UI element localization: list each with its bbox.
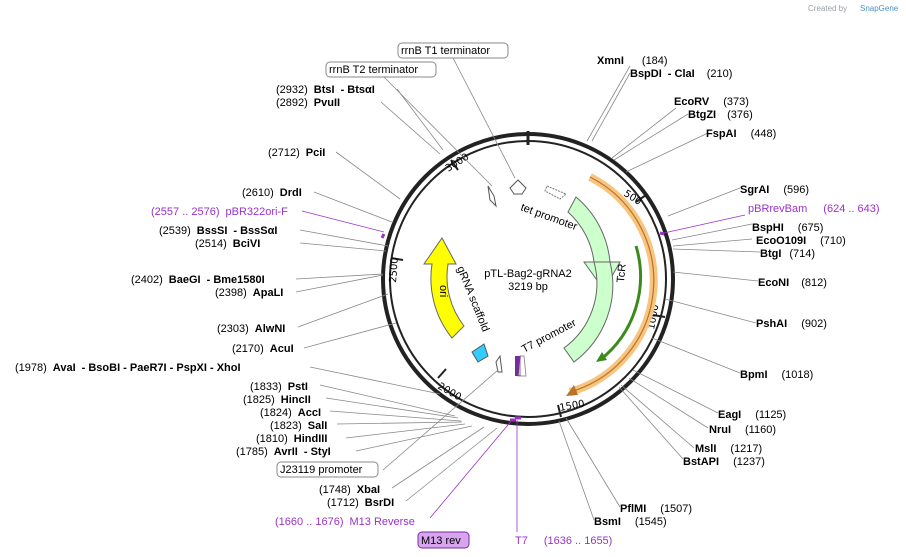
svg-text:XmnI(184): XmnI(184)	[597, 55, 668, 67]
svg-text:(2932)BtsI- BtsαI: (2932)BtsI- BtsαI	[276, 84, 375, 96]
tick-mark-2000	[437, 368, 447, 379]
rrnb-t1-box	[397, 42, 509, 59]
tet-promoter-arrow	[509, 179, 527, 195]
svg-text:BtgI(714): BtgI(714)	[760, 248, 815, 260]
svg-text:(2170)AcuI: (2170)AcuI	[232, 343, 294, 355]
snapgene-brand: SnapGene	[860, 4, 899, 13]
leader-pbr322ori	[301, 210, 385, 233]
svg-text:BtgZI(376): BtgZI(376)	[688, 109, 753, 121]
primer-m13-reverse: (1660 .. 1676)M13 Reverse	[275, 516, 415, 528]
plasmid-name: pTL-Bag2-gRNA2	[484, 268, 571, 280]
primer-pbrrevbam: pBRrevBam(624 .. 643)	[748, 203, 880, 215]
svg-text:EagI(1125): EagI(1125)	[718, 409, 786, 421]
svg-text:(2539)BssSI- BssSαI: (2539)BssSI- BssSαI	[159, 225, 277, 237]
svg-text:MslI(1217): MslI(1217)	[695, 443, 762, 455]
site-name: XmnI	[597, 55, 624, 67]
svg-text:(1785)AvrII- StyI: (1785)AvrII- StyI	[236, 446, 331, 458]
ori-label: ori	[437, 285, 449, 297]
ori-arrow	[423, 237, 465, 339]
j23119-label: J23119 promoter	[280, 464, 363, 476]
svg-text:BstAPI(1237): BstAPI(1237)	[683, 456, 765, 468]
misc-feature-marker	[544, 185, 567, 200]
plasmid-size: 3219 bp	[508, 281, 548, 293]
svg-text:PflMI(1507): PflMI(1507)	[620, 503, 692, 515]
leader-m13reverse	[429, 419, 513, 519]
svg-text:(2402)BaeGI- Bme1580I: (2402)BaeGI- Bme1580I	[131, 274, 265, 286]
rrnb-t2-box	[325, 61, 437, 78]
primer-t7: T7(1636 .. 1655)	[515, 535, 612, 547]
leader-lines	[295, 57, 761, 521]
tcr-green-arc	[599, 245, 642, 362]
tcr-orange-arrowhead	[566, 385, 578, 396]
credit-text: Created by	[808, 4, 847, 13]
svg-text:FspAI(448): FspAI(448)	[706, 128, 776, 140]
tick-label-3000: 3000	[444, 152, 471, 175]
svg-text:BspDI- ClaI(210): BspDI- ClaI(210)	[630, 68, 732, 80]
svg-text:(1824)AccI: (1824)AccI	[260, 407, 321, 419]
left-site-labels: (2932)BtsI- BtsαI (2892)PvuII (2712)PciI…	[15, 84, 394, 509]
t7-promoter-box	[515, 356, 521, 376]
tcr-cds-orange-core	[569, 176, 655, 393]
j23119-box	[276, 461, 379, 478]
primer-mark-pbr322ori	[380, 233, 386, 239]
svg-text:(1978)AvaI- BsoBI - PaeR7I - P: (1978)AvaI- BsoBI - PaeR7I - PspXI - Xho…	[15, 362, 241, 374]
tcr-label: TcR	[615, 263, 629, 283]
svg-text:(1748)XbaI: (1748)XbaI	[319, 484, 380, 496]
tet-promoter-label: tet promoter	[519, 202, 579, 234]
svg-text:(1823)SalI: (1823)SalI	[270, 420, 327, 432]
primer-mark-pbrrevbam	[659, 231, 665, 236]
svg-text:(2712)PciI: (2712)PciI	[268, 147, 325, 159]
svg-text:(2303)AlwNI: (2303)AlwNI	[217, 323, 285, 335]
svg-text:(1833)PstI: (1833)PstI	[250, 381, 308, 393]
right-site-labels: XmnI(184) BspDI- ClaI(210) EcoRV(373) Bt…	[594, 55, 846, 528]
svg-text:EcoNI(812): EcoNI(812)	[758, 277, 827, 289]
tcr-green-arrowhead	[596, 352, 607, 362]
tick-mark-1000	[652, 314, 666, 318]
svg-text:NruI(1160): NruI(1160)	[709, 424, 776, 436]
rrnb-t1-label: rrnB T1 terminator	[401, 45, 490, 57]
j23119-marker	[495, 354, 503, 373]
tick-mark-2500	[390, 257, 404, 261]
svg-text:SgrAI(596): SgrAI(596)	[740, 184, 809, 196]
m13-rev-box	[417, 531, 470, 549]
leader-pbrrevbam	[663, 214, 746, 234]
svg-text:(1810)HindIII: (1810)HindIII	[256, 433, 327, 445]
t7-promoter-outline	[517, 355, 527, 377]
svg-text:(2892)PvuII: (2892)PvuII	[276, 97, 340, 109]
svg-text:BsmI(1545): BsmI(1545)	[594, 516, 667, 528]
cyan-feature-arrow	[471, 343, 489, 363]
svg-text:(2610)DrdI: (2610)DrdI	[242, 187, 302, 199]
m13-rev-label: M13 rev	[421, 535, 461, 547]
svg-text:BspHI(675): BspHI(675)	[752, 222, 823, 234]
rrnb-t2-label: rrnB T2 terminator	[329, 64, 418, 76]
primer-pbr322ori-f: (2557 .. 2576)pBR322ori-F	[151, 206, 288, 218]
svg-text:EcoRV(373): EcoRV(373)	[674, 96, 749, 108]
svg-text:(1825)HincII: (1825)HincII	[243, 394, 311, 406]
tick-mark-3000	[450, 159, 459, 171]
tick-label-2500: 2500	[388, 257, 401, 283]
svg-text:(2514)BciVI: (2514)BciVI	[195, 238, 260, 250]
tcr-inner-arrow-body	[563, 261, 614, 363]
tick-mark-1500	[557, 404, 562, 418]
tick-label-1500: 1500	[559, 399, 586, 414]
svg-text:(2398)ApaLI: (2398)ApaLI	[215, 287, 283, 299]
tick-mark-500	[635, 194, 647, 203]
svg-text:PshAI(902): PshAI(902)	[756, 318, 827, 330]
svg-text:BpmI(1018): BpmI(1018)	[740, 369, 813, 381]
svg-text:(1712)BsrDI: (1712)BsrDI	[327, 497, 394, 509]
rrnb-terminator-marker	[487, 185, 497, 208]
svg-text:EcoO109I(710): EcoO109I(710)	[756, 235, 846, 247]
